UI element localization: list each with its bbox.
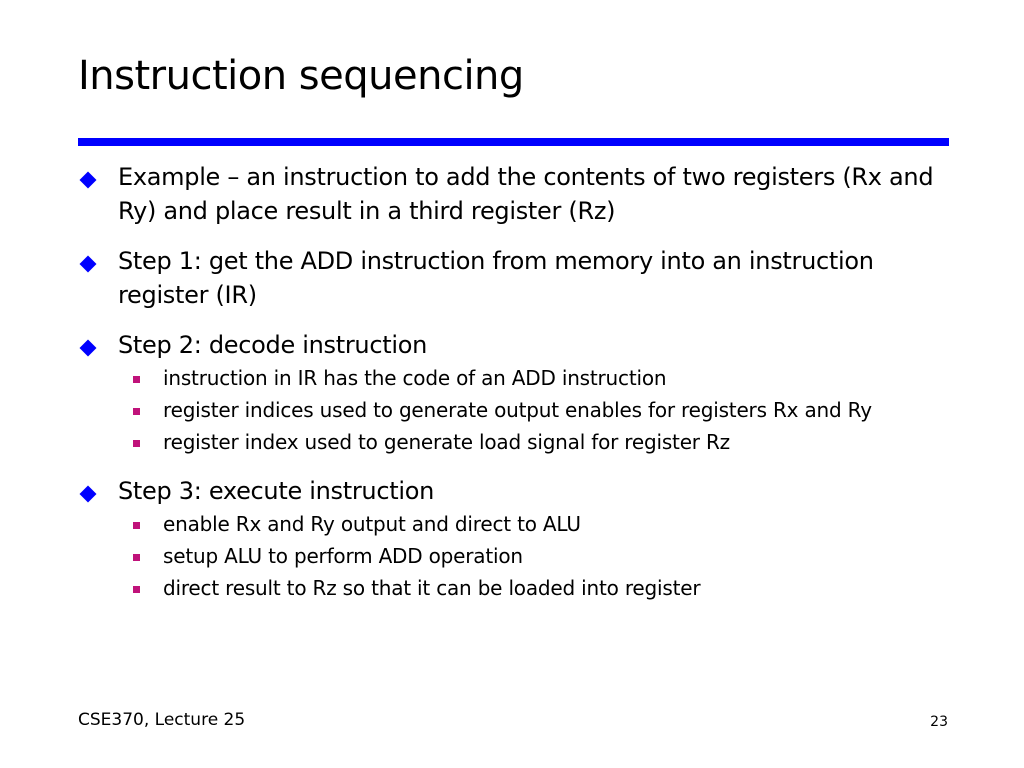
sub-bullet-text: register indices used to generate output… bbox=[163, 398, 872, 422]
diamond-icon bbox=[79, 255, 97, 273]
bullet-text: Step 3: execute instruction bbox=[118, 477, 434, 505]
footer-course: CSE370, Lecture 25 bbox=[78, 710, 246, 730]
sub-bullet-item: register index used to generate load sig… bbox=[118, 426, 958, 458]
sub-bullet-list: enable Rx and Ry output and direct to AL… bbox=[118, 508, 958, 604]
sub-bullet-item: register indices used to generate output… bbox=[118, 394, 958, 426]
sub-bullet-text: enable Rx and Ry output and direct to AL… bbox=[163, 512, 581, 536]
sub-bullet-item: setup ALU to perform ADD operation bbox=[118, 540, 958, 572]
square-icon bbox=[133, 440, 140, 447]
sub-bullet-item: instruction in IR has the code of an ADD… bbox=[118, 362, 958, 394]
square-icon bbox=[133, 522, 140, 529]
bullet-item: Step 3: execute instruction enable Rx an… bbox=[78, 474, 958, 604]
bullet-item: Example – an instruction to add the cont… bbox=[78, 160, 958, 228]
sub-bullet-text: direct result to Rz so that it can be lo… bbox=[163, 576, 701, 600]
square-icon bbox=[133, 586, 140, 593]
sub-bullet-text: instruction in IR has the code of an ADD… bbox=[163, 366, 667, 390]
title-underline bbox=[78, 138, 949, 146]
sub-bullet-list: instruction in IR has the code of an ADD… bbox=[118, 362, 958, 458]
square-icon bbox=[133, 408, 140, 415]
bullet-text: Example – an instruction to add the cont… bbox=[118, 163, 934, 225]
diamond-icon bbox=[79, 171, 97, 189]
bullet-item: Step 2: decode instruction instruction i… bbox=[78, 328, 958, 458]
page-number: 23 bbox=[930, 714, 948, 730]
square-icon bbox=[133, 376, 140, 383]
bullet-item: Step 1: get the ADD instruction from mem… bbox=[78, 244, 958, 312]
sub-bullet-item: enable Rx and Ry output and direct to AL… bbox=[118, 508, 958, 540]
square-icon bbox=[133, 554, 140, 561]
bullet-text: Step 2: decode instruction bbox=[118, 331, 428, 359]
sub-bullet-text: setup ALU to perform ADD operation bbox=[163, 544, 523, 568]
sub-bullet-text: register index used to generate load sig… bbox=[163, 430, 730, 454]
sub-bullet-item: direct result to Rz so that it can be lo… bbox=[118, 572, 958, 604]
slide-title: Instruction sequencing bbox=[78, 53, 524, 99]
diamond-icon bbox=[79, 339, 97, 357]
bullet-list: Example – an instruction to add the cont… bbox=[78, 160, 958, 620]
bullet-text: Step 1: get the ADD instruction from mem… bbox=[118, 247, 874, 309]
diamond-icon bbox=[79, 485, 97, 503]
